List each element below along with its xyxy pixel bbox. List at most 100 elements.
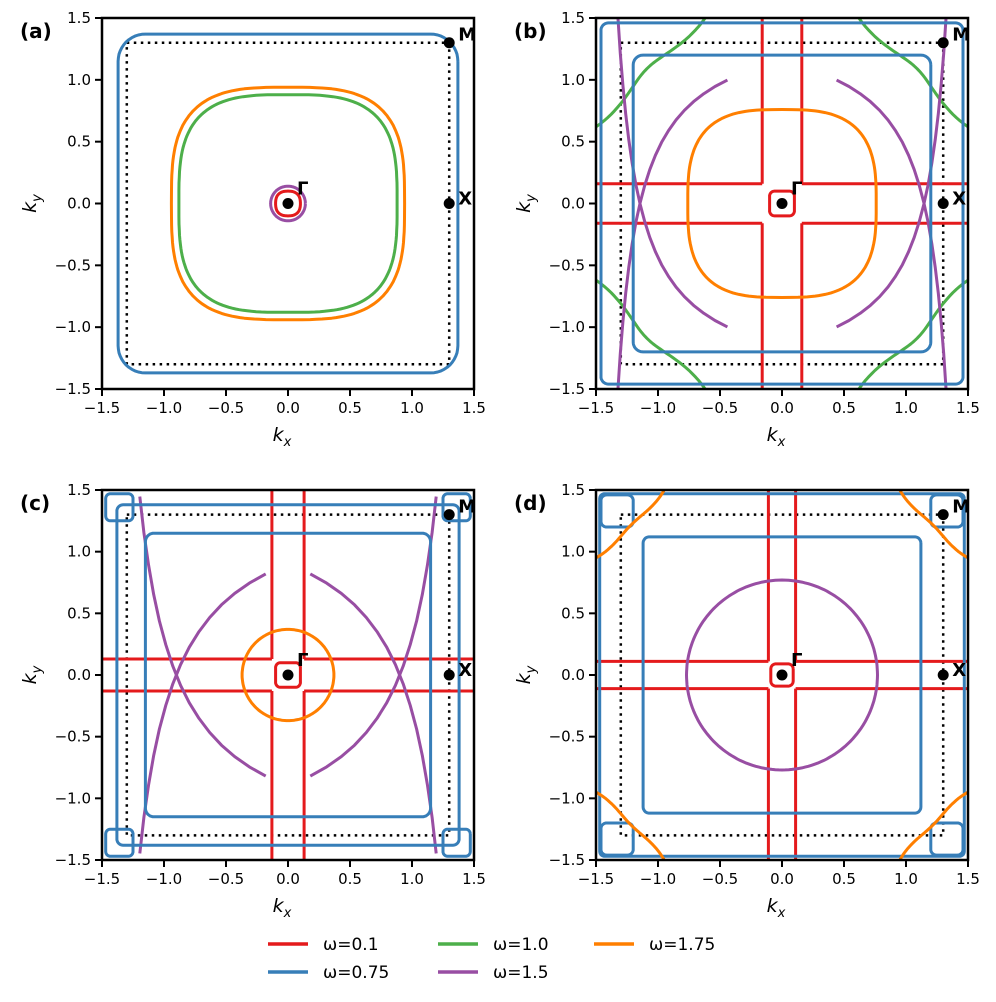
series-ω=1.75	[240, 627, 336, 723]
point-label-Γ: Γ	[297, 650, 308, 671]
series-ω=1.0	[177, 93, 399, 314]
point-Γ	[282, 198, 294, 209]
legend-label: ω=0.75	[323, 963, 389, 983]
contour-corner-squares	[104, 827, 135, 858]
contour-edge-arcs	[477, 18, 485, 389]
x-tick-label: 1.0	[400, 870, 424, 888]
contour-rounded-square	[768, 189, 796, 218]
contour-corner-hyperbola	[616, 18, 729, 329]
brillouin-zone-boundary	[125, 513, 451, 837]
point-label-X: X	[458, 660, 472, 681]
x-tick-label: 1.5	[956, 399, 980, 417]
x-tick-label: 0.0	[276, 399, 300, 417]
contour-superellipse	[685, 578, 879, 772]
panel-label: (b)	[514, 19, 547, 43]
y-tick-label: 0.0	[561, 666, 585, 684]
contour-corner-squares	[599, 821, 635, 857]
series-ω=1.0	[596, 18, 968, 389]
brillouin-zone-boundary	[619, 513, 945, 837]
contour-edge-arcs	[102, 8, 474, 16]
contour-rounded-square	[115, 503, 461, 847]
y-tick-label: 1.0	[67, 71, 91, 89]
y-tick-label: −1.0	[55, 789, 91, 807]
point-X	[443, 198, 455, 209]
contour-rounded-square	[143, 531, 433, 819]
contour-corner-hyperbola	[309, 496, 438, 778]
contour-corner-lobes	[857, 278, 968, 389]
x-tick-label: −1.0	[146, 870, 182, 888]
plot-area	[596, 490, 968, 860]
contour-corner-lobes	[596, 278, 707, 389]
point-X	[443, 669, 455, 681]
contour-corner-hyperbola	[616, 78, 729, 389]
y-tick-label: 1.0	[561, 543, 585, 561]
x-axis-label: kx	[767, 424, 786, 450]
y-tick-label: 0.5	[561, 604, 585, 622]
y-tick-label: 0.5	[67, 133, 91, 151]
y-tick-label: −1.0	[55, 318, 91, 336]
legend-item: ω=1.0	[438, 935, 549, 955]
contour-rounded-square	[641, 535, 923, 815]
contour-corner-squares	[441, 492, 472, 523]
panel-label: (d)	[514, 491, 547, 515]
x-tick-label: −0.5	[702, 399, 738, 417]
x-tick-label: −1.5	[578, 399, 614, 417]
contour-corner-lobes	[596, 490, 666, 560]
point-M	[443, 37, 455, 49]
x-tick-label: −0.5	[702, 870, 738, 888]
contour-corner-hyperbola	[138, 572, 267, 854]
panel-label: (c)	[20, 491, 50, 515]
contour-superellipse	[240, 627, 336, 723]
x-axis-label: kx	[273, 424, 292, 450]
x-tick-label: −0.5	[208, 870, 244, 888]
point-M	[937, 37, 949, 49]
contour-rounded-square	[599, 21, 965, 386]
plot-area	[102, 490, 474, 860]
point-label-X: X	[952, 189, 966, 210]
legend-item: ω=0.75	[268, 963, 389, 983]
y-tick-label: 1.0	[67, 543, 91, 561]
x-tick-label: 1.0	[400, 399, 424, 417]
point-label-X: X	[458, 189, 472, 210]
contour-superellipse	[274, 189, 302, 218]
point-label-M: M	[952, 25, 970, 46]
x-tick-label: 0.0	[770, 399, 794, 417]
point-label-Γ: Γ	[297, 179, 308, 200]
y-axis-label: ky	[19, 194, 45, 213]
point-label-M: M	[952, 497, 970, 518]
x-tick-label: −1.5	[84, 870, 120, 888]
y-tick-label: −0.5	[55, 728, 91, 746]
series-ω=1.75	[169, 85, 407, 322]
contour-corner-squares	[929, 821, 965, 857]
contour-corner-hyperbola	[835, 78, 948, 389]
series-ω=0.1	[596, 490, 968, 860]
x-tick-label: 1.5	[956, 870, 980, 888]
point-Γ	[776, 669, 788, 681]
contour-corner-hyperbola	[309, 572, 438, 854]
contour-superellipse	[686, 108, 878, 299]
y-tick-label: 0.0	[561, 195, 585, 213]
y-tick-label: −1.5	[549, 851, 585, 869]
plot-area	[102, 8, 485, 389]
contour-corner-lobes	[857, 18, 968, 129]
point-M	[443, 509, 455, 521]
contour-rounded-square	[769, 662, 795, 688]
contour-corner-hyperbola	[138, 496, 267, 778]
x-tick-label: 0.5	[338, 870, 362, 888]
point-label-Γ: Γ	[791, 179, 802, 200]
y-tick-label: −1.0	[549, 318, 585, 336]
y-tick-label: −0.5	[549, 728, 585, 746]
x-tick-label: 1.0	[894, 870, 918, 888]
x-tick-label: −1.0	[640, 399, 676, 417]
point-X	[937, 198, 949, 209]
contour-rounded-square	[598, 492, 966, 858]
legend-label: ω=1.5	[493, 963, 549, 983]
x-tick-label: 1.5	[462, 870, 486, 888]
panel-label: (a)	[20, 19, 52, 43]
x-tick-label: 0.5	[832, 399, 856, 417]
contour-superellipse	[269, 184, 307, 223]
point-label-Γ: Γ	[791, 650, 802, 671]
y-tick-label: 1.5	[67, 9, 91, 27]
